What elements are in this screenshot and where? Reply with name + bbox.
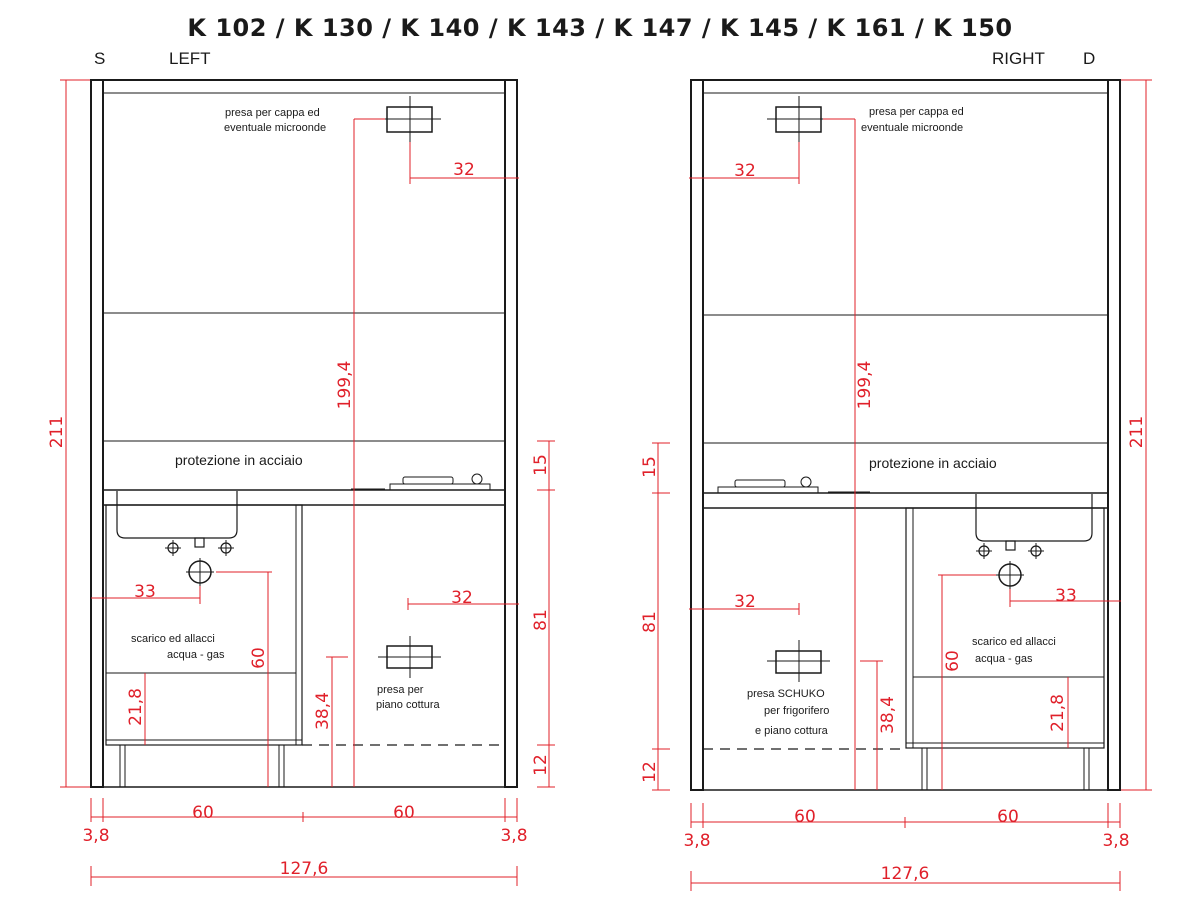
left-hood-offset: 32 [453, 160, 475, 180]
left-cooktop-socket-icon [378, 636, 441, 678]
right-schuko-note-3: e piano cottura [755, 725, 829, 737]
left-socket-height: 199,4 [335, 361, 355, 410]
right-side-word: RIGHT [992, 49, 1045, 68]
right-schuko-note-1: presa SCHUKO [747, 688, 825, 700]
drawing-title: K 102 / K 130 / K 140 / K 143 / K 147 / … [187, 14, 1013, 42]
right-schuko-note-2: per frigorifero [764, 705, 829, 717]
left-plinth-height: 12 [531, 754, 551, 776]
left-cabinet-structure [90, 79, 518, 788]
left-total-width: 127,6 [280, 859, 329, 879]
left-drain-offset: 33 [134, 582, 156, 602]
right-schuko-height: 38,4 [878, 696, 898, 734]
right-sink [975, 494, 1093, 542]
right-schuko-socket-icon [767, 640, 830, 682]
right-schuko-offset: 32 [734, 592, 756, 612]
left-side-letter: S [94, 49, 105, 68]
left-sink [116, 491, 238, 539]
left-side-word: LEFT [169, 49, 211, 68]
left-hood-note-2: eventuale microonde [224, 122, 326, 134]
right-hood-offset: 32 [734, 161, 756, 181]
right-steel-protection-label: protezione in acciaio [869, 455, 997, 471]
right-cabinet-structure [690, 79, 1121, 791]
right-cooktop [717, 476, 870, 494]
right-splash-height: 15 [640, 456, 660, 478]
left-splash-height: 15 [531, 454, 551, 476]
left-cooktop-socket-offset: 32 [451, 588, 473, 608]
left-hood-socket-icon [378, 96, 441, 142]
right-shelf-height: 21,8 [1048, 694, 1068, 732]
left-side-panel-right: 3,8 [500, 826, 527, 846]
left-hood-note-1: presa per cappa ed [225, 107, 320, 119]
left-module-width-2: 60 [393, 803, 415, 823]
left-cooktop-socket-height: 38,4 [313, 692, 333, 730]
left-unit: S LEFT [47, 49, 555, 886]
right-hood-socket-icon [767, 96, 830, 142]
right-module-width-2: 60 [997, 807, 1019, 827]
left-water-gas-fittings [165, 537, 234, 586]
right-side-panel-left: 3,8 [683, 831, 710, 851]
right-water-gas-fittings [976, 540, 1044, 589]
left-drain-height: 60 [249, 647, 269, 669]
right-module-width-1: 60 [794, 807, 816, 827]
right-hood-note-2: eventuale microonde [861, 122, 963, 134]
right-plinth-height: 12 [640, 761, 660, 783]
right-drain-note-2: acqua - gas [975, 653, 1033, 665]
left-drain-note-2: acqua - gas [167, 649, 225, 661]
right-drain-offset: 33 [1055, 586, 1077, 606]
right-dimension-lines [652, 79, 1152, 891]
left-side-panel-left: 3,8 [82, 826, 109, 846]
right-side-letter: D [1083, 49, 1095, 68]
left-cooktop-socket-note-1: presa per [377, 684, 424, 696]
left-total-height: 211 [47, 416, 67, 448]
left-drain-note-1: scarico ed allacci [131, 633, 215, 645]
left-cooktop [351, 473, 491, 491]
right-counter-height: 81 [640, 611, 660, 633]
right-drain-height: 60 [943, 650, 963, 672]
left-steel-protection-label: protezione in acciaio [175, 452, 303, 468]
right-total-height: 211 [1127, 416, 1147, 448]
right-unit: RIGHT D [640, 49, 1152, 891]
left-module-width-1: 60 [192, 803, 214, 823]
right-hood-note-1: presa per cappa ed [869, 106, 964, 118]
left-cooktop-socket-note-2: piano cottura [376, 699, 440, 711]
left-dimension-lines [60, 79, 555, 886]
right-total-width: 127,6 [881, 864, 930, 884]
right-side-panel-right: 3,8 [1102, 831, 1129, 851]
right-socket-height: 199,4 [855, 361, 875, 410]
left-counter-height: 81 [531, 609, 551, 631]
right-drain-note-1: scarico ed allacci [972, 636, 1056, 648]
left-shelf-height: 21,8 [126, 688, 146, 726]
